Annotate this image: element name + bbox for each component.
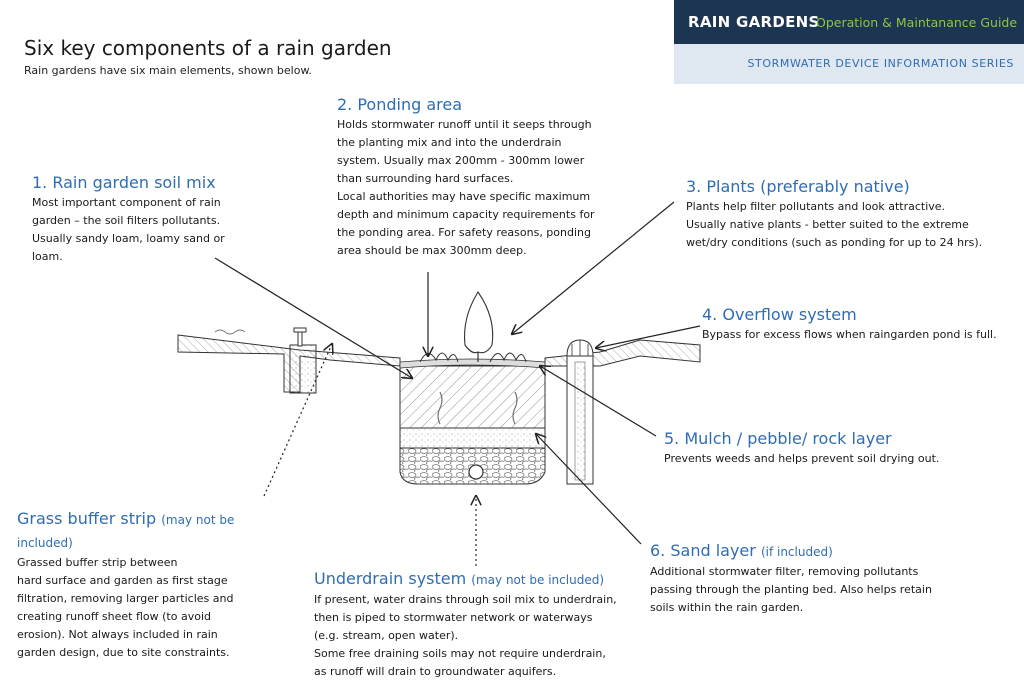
soil-mix-heading: 1. Rain garden soil mix — [32, 173, 216, 192]
label-grass: Grass buffer strip (may not be included)… — [17, 508, 257, 662]
grass-heading-wrap: Grass buffer strip (may not be included) — [17, 508, 257, 554]
page-title: Six key components of a rain garden — [24, 36, 392, 60]
label-plants: 3. Plants (preferably native) Plants hel… — [686, 176, 1016, 252]
overflow-text: Bypass for excess flows when raingarden … — [702, 328, 997, 341]
guide-title: Operation & Maintanance Guide — [816, 15, 1018, 30]
underdrain-note: (may not be included) — [471, 573, 604, 587]
sand-note: (if included) — [760, 545, 833, 559]
underdrain-heading-wrap: Underdrain system (may not be included) — [314, 568, 644, 591]
overflow-pipe — [566, 339, 594, 485]
left-ground — [177, 329, 401, 393]
pointer-plants — [512, 201, 675, 334]
header-bar: RAIN GARDENS Operation & Maintanance Gui… — [674, 0, 1024, 44]
grass-note: (may not be included) — [17, 513, 235, 550]
soil-mix-text: Most important component of rain garden … — [32, 196, 225, 263]
series-bar: STORMWATER DEVICE INFORMATION SERIES — [674, 44, 1024, 84]
pointer-soil-mix — [214, 257, 412, 378]
label-ponding: 2. Ponding area Holds stormwater runoff … — [337, 94, 637, 260]
brand-title: RAIN GARDENS — [688, 13, 820, 31]
underdrain-heading: Underdrain system — [314, 569, 467, 588]
label-mulch: 5. Mulch / pebble/ rock layer Prevents w… — [664, 428, 984, 468]
label-overflow: 4. Overflow system Bypass for excess flo… — [702, 304, 1017, 344]
sand-heading-wrap: 6. Sand layer (if included) — [650, 540, 980, 563]
pointer-mulch — [540, 366, 657, 437]
label-soil-mix: 1. Rain garden soil mix Most important c… — [32, 172, 262, 266]
pointer-sand — [536, 434, 642, 545]
pointer-lines — [214, 201, 701, 566]
grass-heading: Grass buffer strip — [17, 509, 157, 528]
ponding-heading: 2. Ponding area — [337, 95, 463, 114]
kerb-post — [289, 327, 317, 394]
mulch-text: Prevents weeds and helps prevent soil dr… — [664, 452, 940, 465]
plants — [419, 290, 527, 363]
underdrain-text: If present, water drains through soil mi… — [314, 593, 617, 678]
label-underdrain: Underdrain system (may not be included) … — [314, 568, 644, 681]
sand-text: Additional stormwater filter, removing p… — [650, 565, 932, 614]
sand-heading: 6. Sand layer — [650, 541, 756, 560]
rain-garden-section — [399, 358, 546, 485]
grass-text: Grassed buffer strip between hard surfac… — [17, 556, 234, 659]
plants-heading: 3. Plants (preferably native) — [686, 177, 910, 196]
mulch-heading: 5. Mulch / pebble/ rock layer — [664, 429, 892, 448]
plants-text: Plants help filter pollutants and look a… — [686, 200, 983, 249]
pointer-overflow — [596, 325, 701, 348]
ponding-text: Holds stormwater runoff until it seeps t… — [337, 118, 595, 257]
label-sand: 6. Sand layer (if included) Additional s… — [650, 540, 980, 617]
series-label: STORMWATER DEVICE INFORMATION SERIES — [747, 57, 1014, 70]
overflow-heading: 4. Overflow system — [702, 305, 857, 324]
page-subtitle: Rain gardens have six main elements, sho… — [24, 64, 312, 77]
